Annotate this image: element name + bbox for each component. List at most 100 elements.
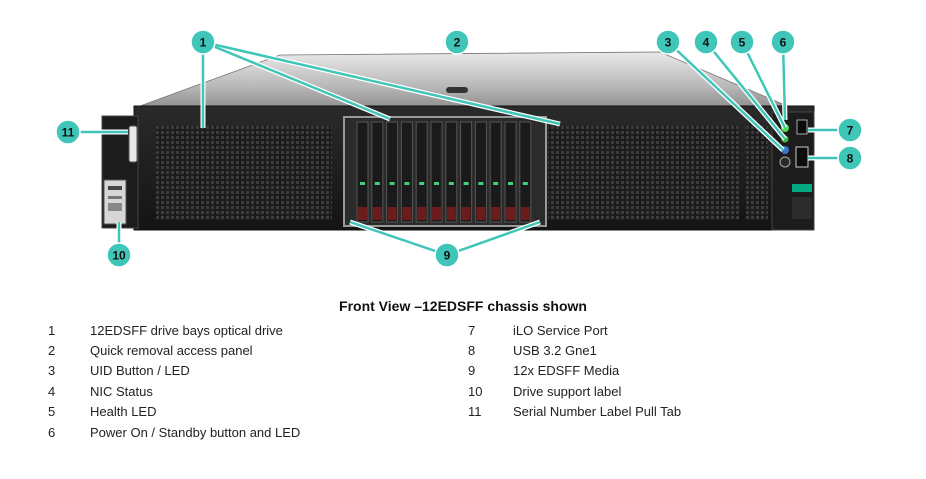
drive-release-latch[interactable] (372, 207, 382, 220)
legend-text: 12EDSFF drive bays optical drive (90, 322, 283, 338)
power-button[interactable] (779, 156, 791, 168)
drive-release-latch[interactable] (446, 207, 456, 220)
legend-text: Serial Number Label Pull Tab (513, 404, 682, 420)
drive-bay[interactable] (474, 121, 487, 223)
drive-bay[interactable] (430, 121, 443, 223)
callout-4: 4 (693, 29, 719, 55)
callout-markers: 1 2 3 4 5 6 78 9 10 11 (55, 29, 863, 268)
legend-text: Drive support label (513, 383, 622, 399)
drive-status-led (389, 182, 395, 185)
callout-5: 5 (729, 29, 755, 55)
callout-1: 1 (190, 29, 216, 55)
callout-7: 7 (837, 117, 863, 143)
callout-circle (655, 29, 681, 55)
drive-status-led (508, 182, 513, 185)
legend-number: 5 (48, 404, 56, 420)
callout-circle (106, 242, 132, 268)
callout-circle (693, 29, 719, 55)
drive-bay[interactable] (445, 121, 458, 223)
callout-circle (770, 29, 796, 55)
drive-release-latch[interactable] (358, 207, 367, 220)
drive-bay[interactable] (489, 121, 502, 223)
legend-text: NIC Status (90, 383, 153, 399)
legend-text: USB 3.2 Gne1 (513, 343, 597, 359)
legend-number: 11 (468, 404, 482, 420)
legend-number: 3 (48, 363, 56, 379)
drive-release-latch[interactable] (432, 207, 441, 220)
callout-9: 9 (434, 242, 460, 268)
legend-number: 2 (48, 343, 56, 359)
drive-status-led (522, 182, 528, 185)
legend-item: 1 12EDSFF drive bays optical drive (48, 320, 300, 340)
legend-item: 4 NIC Status (48, 381, 300, 401)
drive-status-led (419, 182, 425, 185)
legend-text: 12x EDSFF Media (513, 363, 620, 379)
leader-line (446, 220, 541, 257)
legend-number: 9 (468, 363, 476, 379)
drive-bay[interactable] (519, 121, 532, 223)
drive-bay[interactable] (415, 121, 428, 223)
callout-number: 11 (62, 126, 75, 140)
legend-item: 3 UID Button / LED (48, 361, 300, 381)
drive-support-label (103, 179, 127, 225)
legend-item: 7 iLO Service Port (468, 320, 681, 340)
drive-release-latch[interactable] (461, 207, 471, 220)
legend-number: 10 (468, 383, 483, 399)
drive-status-led (434, 182, 439, 185)
leader-line (705, 41, 786, 140)
legend-item: 11 Serial Number Label Pull Tab (468, 402, 681, 422)
leader-line (781, 41, 787, 121)
ilo-service-port[interactable] (796, 119, 808, 135)
legend-item: 10 Drive support label (468, 381, 681, 401)
serial-number-pull-tab[interactable] (128, 125, 138, 163)
drive-bay[interactable] (356, 121, 369, 223)
leader-line (667, 41, 784, 151)
drive-release-latch[interactable] (506, 207, 515, 220)
drive-release-latch[interactable] (520, 207, 530, 220)
drive-release-latch[interactable] (491, 207, 501, 220)
callout-circle (190, 29, 216, 55)
drive-release-latch[interactable] (417, 207, 427, 220)
leader-line (349, 220, 448, 257)
callout-number: 5 (739, 36, 746, 50)
left-vent-grill (156, 126, 332, 220)
model-label (792, 197, 812, 219)
legend-number: 7 (468, 322, 476, 338)
callout-3: 3 (655, 29, 681, 55)
callout-2: 2 (444, 29, 470, 55)
callout-number: 10 (112, 249, 126, 263)
drive-bay[interactable] (371, 121, 384, 223)
legend-text: iLO Service Port (513, 322, 608, 338)
legend-text: UID Button / LED (90, 363, 190, 379)
callout-number: 9 (444, 249, 451, 263)
drive-bay[interactable] (460, 121, 473, 223)
edsff-drive-bays (356, 121, 532, 223)
callout-number: 2 (454, 36, 461, 50)
drive-release-latch[interactable] (476, 207, 486, 220)
callout-number: 4 (703, 36, 710, 50)
callout-circle (55, 119, 81, 145)
callout-circle (444, 29, 470, 55)
usb-port[interactable] (795, 146, 809, 168)
drive-status-led (478, 182, 484, 185)
server-front-diagram: 1 2 3 4 5 6 78 9 10 11 (55, 29, 863, 268)
legend-item: 9 12x EDSFF Media (468, 361, 681, 381)
drive-bay[interactable] (504, 121, 517, 223)
callout-8: 8 (837, 145, 863, 171)
callout-number: 6 (780, 36, 787, 50)
leader-line (740, 41, 787, 129)
legend-number: 1 (48, 322, 56, 338)
drive-bay[interactable] (386, 121, 399, 223)
drive-release-latch[interactable] (387, 207, 397, 220)
access-panel (139, 51, 793, 109)
drive-release-latch[interactable] (402, 207, 412, 220)
callout-6: 6 (770, 29, 796, 55)
drive-status-led (360, 182, 365, 185)
legend-number: 4 (48, 383, 56, 399)
figure-title: Front View –12EDSFF chassis shown (339, 298, 587, 314)
drive-bay[interactable] (400, 121, 413, 223)
